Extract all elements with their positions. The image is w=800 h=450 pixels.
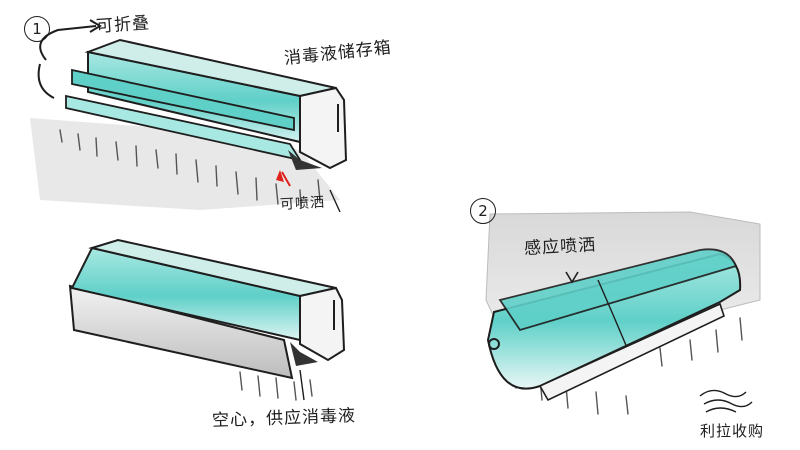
signature-mark-icon — [699, 389, 753, 413]
label-hollow-supply: 空心，供应消毒液 — [211, 405, 357, 431]
label-foldable: 可折叠 — [95, 13, 151, 37]
sketch-1-number-badge: 1 — [24, 16, 50, 42]
sketch-1-foldable-dispenser — [30, 19, 348, 213]
sketch-3-number-badge: 2 — [470, 198, 496, 224]
label-spray: 可喷洒 — [279, 194, 326, 213]
sketch-3-sensor-dispenser — [485, 211, 761, 415]
signature-text: 利拉收购 — [700, 422, 765, 440]
label-sensor-spray: 感应喷洒 — [523, 235, 597, 259]
sketch-2-hollow-dispenser — [68, 238, 346, 401]
